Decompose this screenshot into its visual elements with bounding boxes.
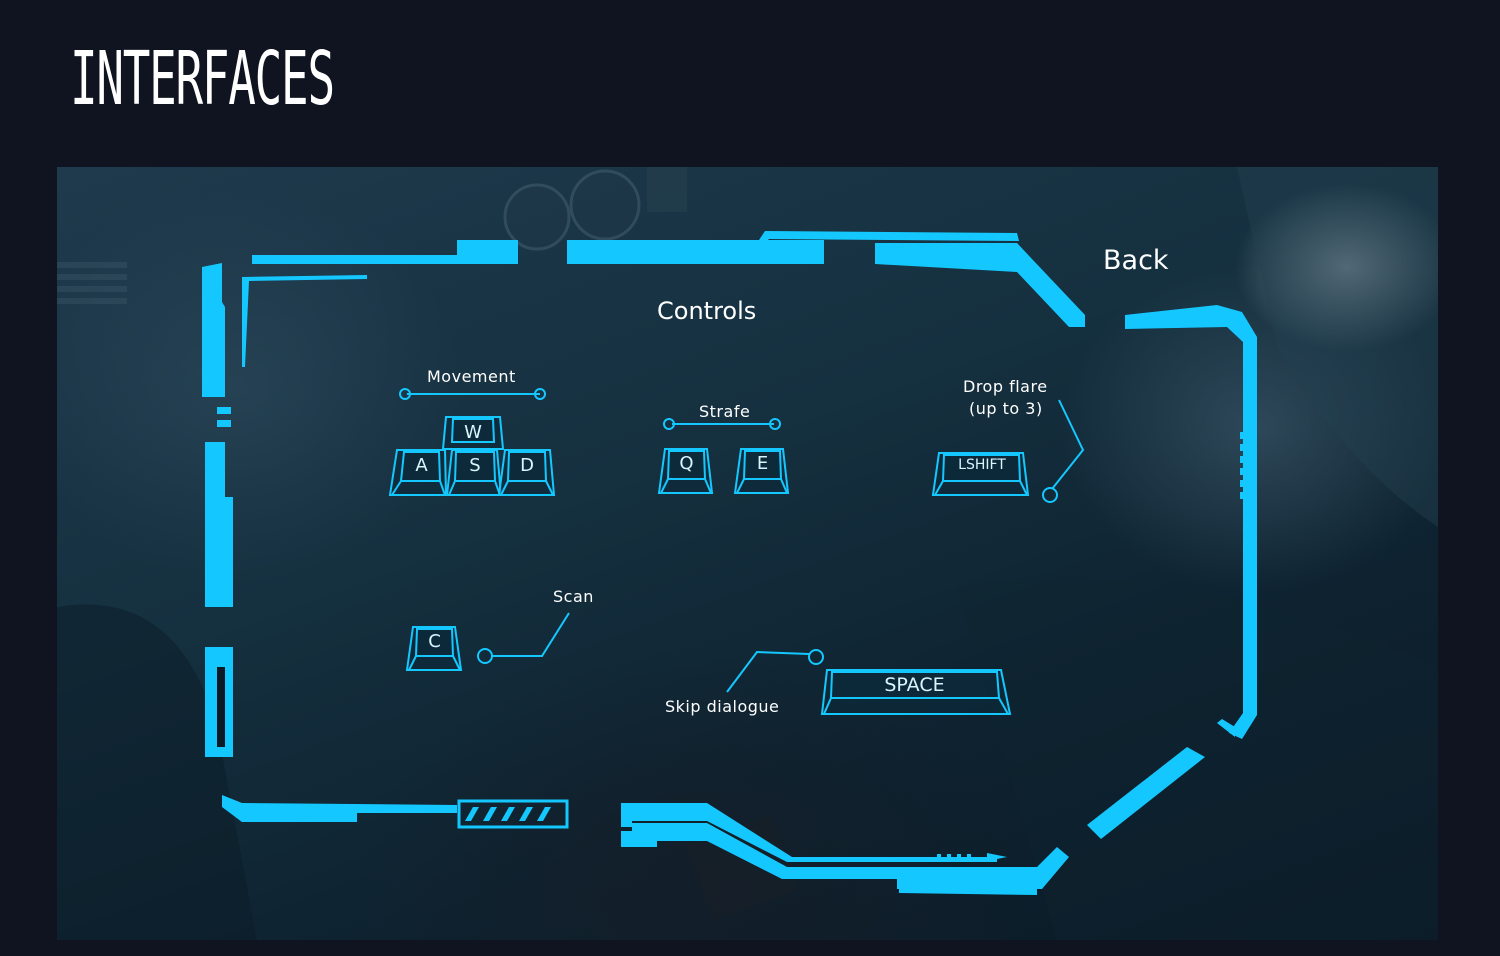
- key-c-label: C: [428, 631, 441, 652]
- key-space-label: SPACE: [884, 674, 945, 696]
- scan-label: Scan: [553, 587, 594, 606]
- key-e-label: E: [756, 453, 769, 474]
- movement-label: Movement: [427, 367, 516, 386]
- key-w: [441, 416, 505, 450]
- page-title: INTERFACES: [70, 36, 335, 122]
- key-w-label: W: [464, 422, 482, 443]
- key-q-label: Q: [679, 453, 694, 474]
- game-scene: W A S D Q E LSHIFT C SPACE Back Controls…: [57, 167, 1438, 940]
- drop-flare-label: Drop flare: [963, 377, 1048, 396]
- strafe-label: Strafe: [699, 402, 751, 421]
- key-d-label: D: [520, 455, 534, 476]
- skip-dialogue-label: Skip dialogue: [665, 697, 780, 716]
- back-button[interactable]: Back: [1103, 245, 1169, 276]
- controls-title: Controls: [657, 297, 757, 325]
- key-s-label: S: [469, 455, 481, 476]
- hud-frame: [202, 231, 1257, 895]
- drop-flare-sublabel: (up to 3): [969, 399, 1043, 418]
- key-a-label: A: [415, 455, 428, 476]
- key-lshift-label: LSHIFT: [958, 457, 1006, 473]
